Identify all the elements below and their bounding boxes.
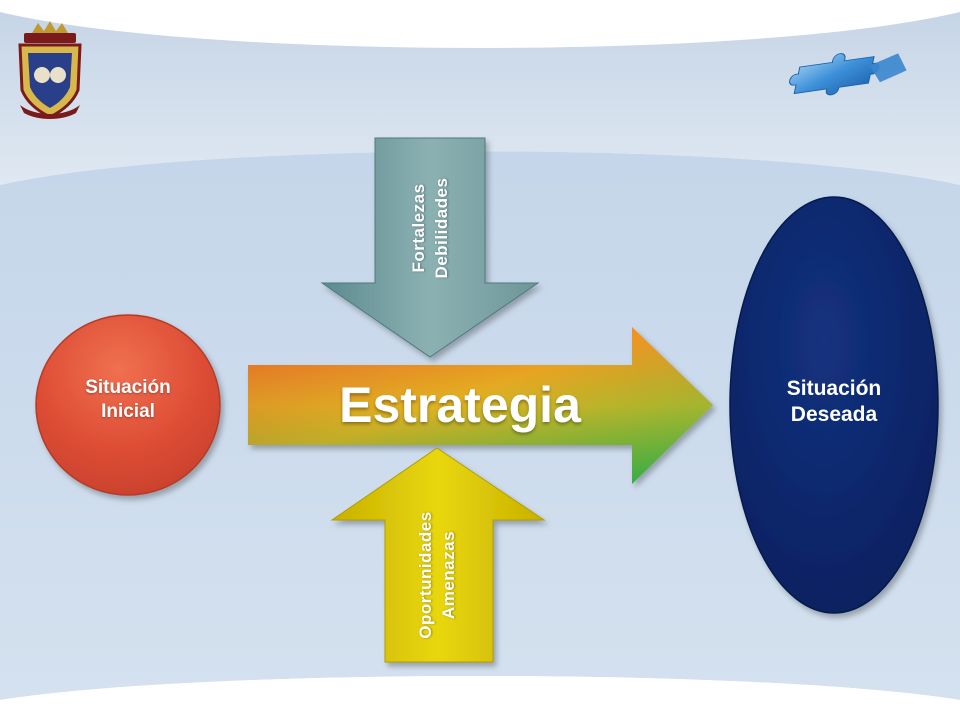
initial-situation-line2: Inicial: [101, 400, 155, 422]
strategy-arrow: [248, 327, 713, 484]
strategy-label: Estrategia: [339, 377, 581, 433]
initial-situation-circle: [35, 314, 221, 496]
bottom-arrow: [330, 447, 546, 663]
initial-situation-line1: Situación: [85, 377, 171, 398]
desired-situation-line2: Deseada: [790, 403, 878, 427]
bottom-arrow-label: Oportunidades Amenazas: [415, 511, 461, 638]
bottom-arrow-line1: Oportunidades: [416, 511, 436, 639]
top-arrow-label: Fortalezas Debilidades: [408, 178, 454, 279]
bottom-arrow-line2: Amenazas: [439, 530, 458, 620]
initial-situation-label: Situación Inicial: [48, 376, 208, 424]
desired-situation-line1: Situación: [786, 377, 882, 400]
top-arrow-line2: Debilidades: [432, 177, 451, 279]
top-border: [0, 0, 960, 48]
university-crest-logo: [18, 21, 82, 119]
header-band: [0, 12, 960, 185]
desired-situation-ellipse: [729, 196, 939, 614]
top-arrow-line1: Fortalezas: [409, 183, 429, 273]
puzzle-piece-icon: [789, 53, 907, 96]
bottom-border: [0, 676, 960, 720]
top-arrow: [320, 137, 540, 358]
desired-situation-label: Situación Deseada: [754, 376, 914, 429]
